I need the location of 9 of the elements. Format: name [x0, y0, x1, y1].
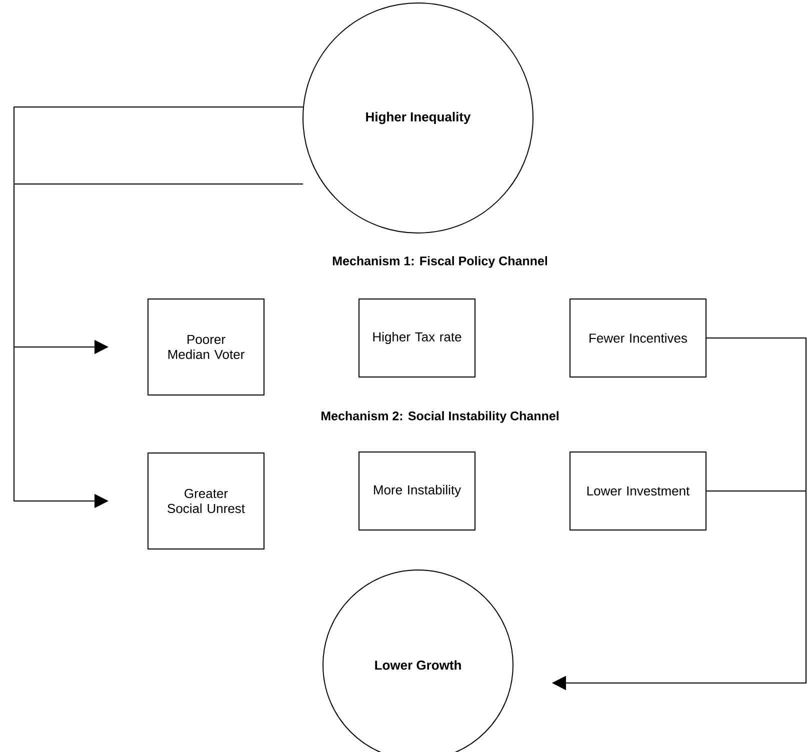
channel-heading: Mechanism 2: Social Instability Channel	[321, 411, 558, 423]
process-box: More Instability	[358, 452, 476, 530]
process-box: Lower Investment	[570, 452, 706, 530]
process-box: Greater Social Unrest	[148, 452, 264, 550]
channel-heading: Mechanism 1: Fiscal Policy Channel	[332, 256, 547, 268]
circle-node: Higher Inequality	[302, 2, 534, 234]
process-box: Fewer Incentives	[570, 298, 706, 378]
process-box: Poorer Median Voter	[148, 298, 264, 396]
process-box: Higher Tax rate	[358, 298, 476, 378]
